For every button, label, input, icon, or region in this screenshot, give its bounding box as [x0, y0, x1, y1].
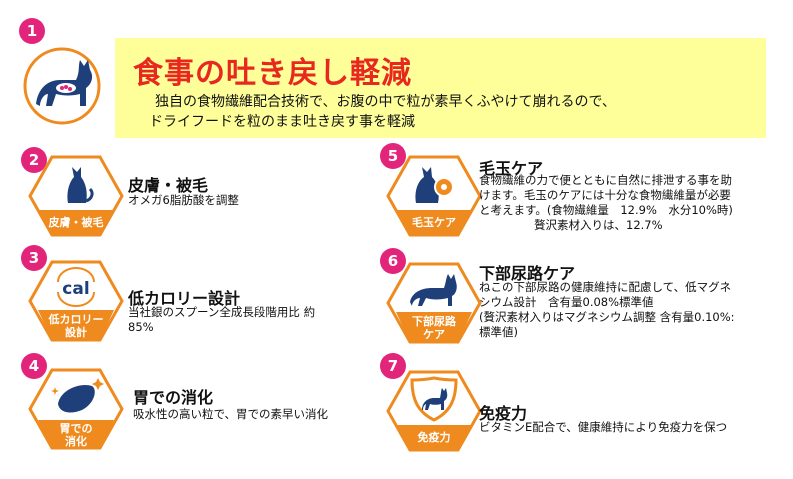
cat-sitting-icon: [67, 167, 94, 203]
feature4-description: 吸水性の高い粒で、胃での素早い消化: [133, 407, 329, 421]
feature7-hex-label: 免疫力: [417, 431, 451, 444]
number-badge-2: 2: [21, 147, 47, 173]
cat-shield-icon: [410, 376, 458, 422]
feature5-desc-line1: 食物繊維の力で便とともに自然に排泄する事を助: [479, 173, 732, 187]
number-badge-5: 5: [380, 143, 406, 169]
feature6-desc-line3: (贅沢素材入りはマグネシウム調整 含有量0.10%:: [479, 310, 735, 324]
feature6-hexagon: 下部尿路 ケア: [386, 262, 482, 344]
feature5-desc-line2: けます。毛玉のケアには十分な食物繊維量が必要: [479, 188, 731, 202]
cat-standing-icon: [410, 274, 457, 306]
feature4-hex-label: 胃での 消化: [28, 422, 124, 448]
number-badge-4: 4: [21, 353, 47, 379]
feature6-title: 下部尿路ケア: [479, 264, 576, 283]
feature1-desc-line1: 独自の食物繊維配合技術で、お腹の中で粒が素早くふやけて崩れるので、: [155, 94, 616, 110]
feature3-hex-label: 低カロリー 設計: [28, 313, 124, 339]
feature6-hex-label-line1: 下部尿路: [412, 315, 456, 328]
feature6-desc-line2: シウム設計 含有量0.08%標準値: [479, 295, 654, 309]
feature2-hex-label: 皮膚・被毛: [48, 216, 104, 229]
feature1-desc-line2: ドライフードを粒のまま吐き戻す事を軽減: [149, 114, 415, 130]
kibble-icon: [51, 378, 104, 413]
feature2-hexagon: 皮膚・被毛: [28, 155, 124, 237]
feature2-title: 皮膚・被毛: [128, 176, 209, 195]
number-badge-6: 6: [380, 248, 406, 274]
feature3-title: 低カロリー設計: [128, 289, 241, 308]
number-badge-7: 7: [380, 353, 406, 379]
number-badge-3: 3: [21, 245, 47, 271]
feature7-description: ビタミンE配合で、健康維持により免疫力を保つ: [479, 420, 728, 434]
feature3-hex-label-line2: 設計: [65, 326, 87, 339]
feature5-hexagon: 毛玉ケア: [386, 155, 482, 237]
feature4-hex-label-line1: 胃での: [59, 422, 93, 435]
feature5-title: 毛玉ケア: [479, 159, 544, 178]
number-badge-1: 1: [19, 18, 45, 44]
feature1-description: 独自の食物繊維配合技術で、お腹の中で粒が素早くふやけて崩れるので、 ドライフード…: [149, 92, 616, 132]
feature3-description: 当社銀のスプーン全成長段階用比 約 85%: [128, 305, 315, 335]
feature6-hex-label-line2: ケア: [423, 328, 445, 341]
cal-icon: cal: [62, 279, 90, 299]
feature2-description: オメガ6脂肪酸を調整: [128, 193, 239, 207]
feature3-hexagon: cal 低カロリー 設計: [28, 260, 124, 342]
feature1-banner: 食事の吐き戻し軽減 独自の食物繊維配合技術で、お腹の中で粒が素早くふやけて崩れる…: [115, 38, 766, 138]
feature7-title: 免疫力: [479, 404, 528, 423]
feature4-hexagon: 胃での 消化: [28, 368, 124, 450]
feature1-icon-circle: [18, 44, 122, 129]
feature6-desc-line1: ねこの下部尿路の健康維持に配慮して、低マグネ: [479, 280, 732, 294]
feature5-hex-label: 毛玉ケア: [412, 216, 456, 229]
feature5-desc-line4: 贅沢素材入りは、12.7%: [534, 218, 663, 232]
feature6-description: ねこの下部尿路の健康維持に配慮して、低マグネ シウム設計 含有量0.08%標準値…: [479, 280, 735, 340]
feature3-desc-line2: 85%: [128, 320, 154, 334]
cat-stomach-icon: [23, 47, 101, 125]
feature7-hexagon: 免疫力: [386, 370, 482, 452]
cat-hairball-icon: [415, 167, 454, 203]
feature6-desc-line4: 標準値): [479, 325, 518, 339]
feature3-desc-line1: 当社銀のスプーン全成長段階用比 約: [128, 305, 316, 319]
feature4-hex-label-line2: 消化: [65, 435, 87, 448]
feature1-title: 食事の吐き戻し軽減: [133, 56, 412, 91]
feature5-desc-line3: と考えます。(食物繊維量 12.9% 水分10%時): [479, 203, 733, 217]
feature4-title: 胃での消化: [133, 388, 214, 407]
feature5-description: 食物繊維の力で便とともに自然に排泄する事を助 けます。毛玉のケアには十分な食物繊…: [479, 173, 733, 233]
feature3-hex-label-line1: 低カロリー: [48, 313, 104, 326]
feature6-hex-label: 下部尿路 ケア: [386, 315, 482, 341]
